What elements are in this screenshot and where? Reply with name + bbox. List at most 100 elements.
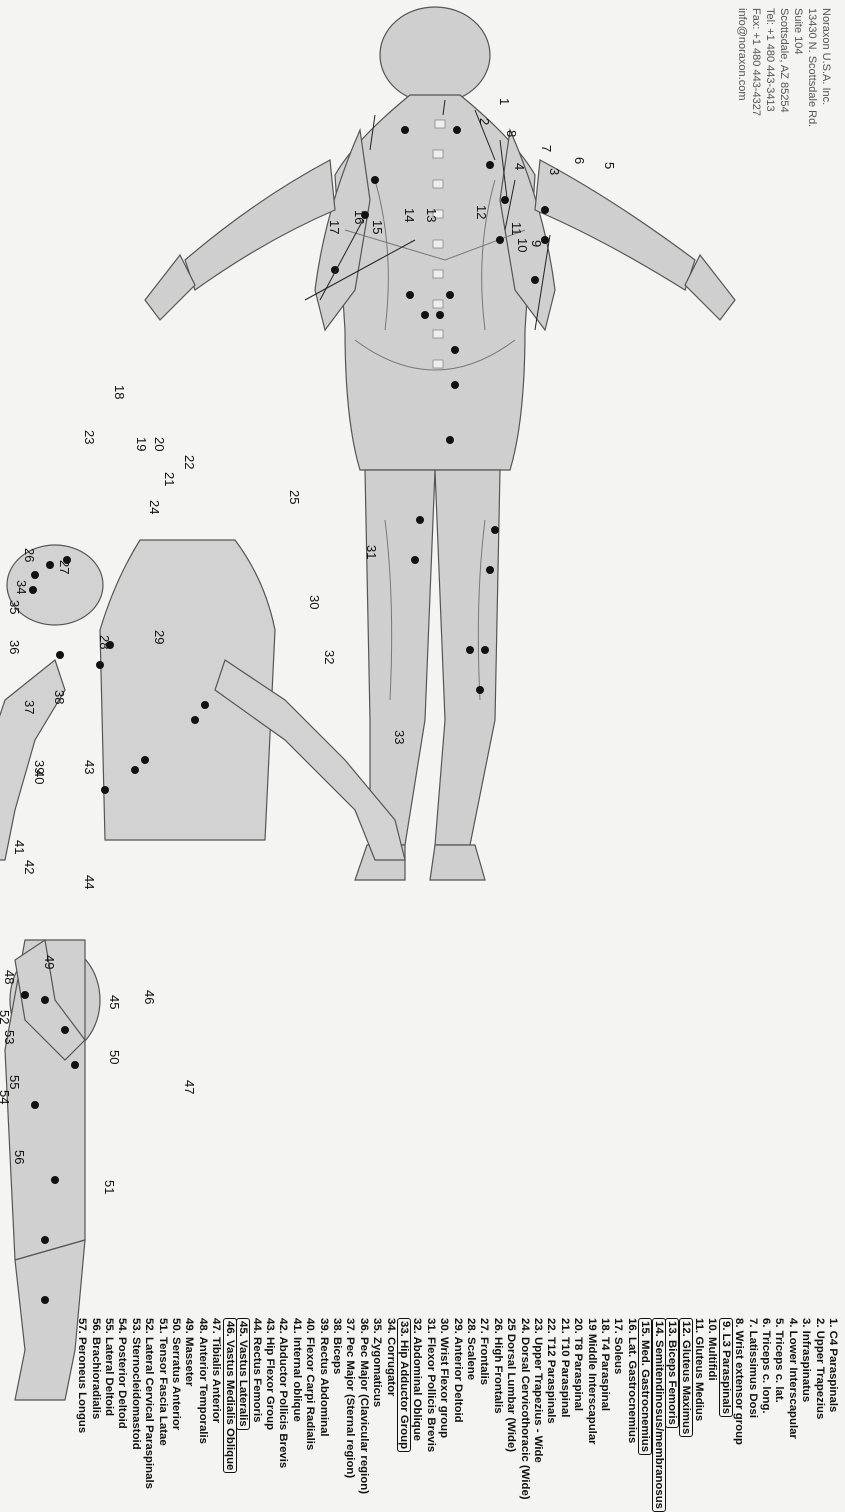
label-15: 15 xyxy=(370,220,385,234)
legend-item: 37. Pec Major (Sternal region) xyxy=(343,1318,356,1443)
legend-item: 5. Triceps c. lat. xyxy=(772,1318,785,1443)
lateral-labels: 48 49 50 51 52 53 54 55 56 xyxy=(0,955,122,1194)
label-16: 16 xyxy=(352,210,367,224)
legend-item: 41. Internal oblique xyxy=(289,1318,302,1443)
label-26: 26 xyxy=(22,548,37,562)
label-32: 32 xyxy=(322,650,337,664)
legend-item: 4. Lower Interscapular xyxy=(785,1318,798,1443)
legend-item-text: 51. Tensor Fascia Latae xyxy=(157,1318,169,1446)
legend-item: 28. Scalene xyxy=(464,1318,477,1443)
legend-item: 18. T4 Paraspinal xyxy=(598,1318,611,1443)
legend-item: 30. Wrist Flexor group xyxy=(437,1318,450,1443)
legend-item-text: 27. Frontalis xyxy=(478,1318,490,1385)
legend-item: 44. Rectus Femoris xyxy=(249,1318,262,1443)
legend-item: 22. T12 Paraspinals xyxy=(544,1318,557,1443)
label-45: 45 xyxy=(107,995,122,1009)
legend-item-text: 12. Gluteus Maximus xyxy=(679,1318,693,1437)
legend-item-text: 46. Vastus Medialis Oblique xyxy=(223,1318,237,1473)
label-42: 42 xyxy=(22,860,37,874)
label-51: 51 xyxy=(102,1180,117,1194)
label-9: 9 xyxy=(529,240,544,247)
label-4: 4 xyxy=(512,163,527,170)
legend-item-text: 14. Semitendinosus/membranosus xyxy=(652,1318,666,1512)
legend-item-text: 44. Rectus Femoris xyxy=(251,1318,263,1422)
label-31: 31 xyxy=(364,545,379,559)
label-28: 28 xyxy=(97,635,112,649)
legend-item: 20. T8 Paraspinal xyxy=(571,1318,584,1443)
legend-item: 57. Peroneus Longus xyxy=(75,1318,88,1443)
legend-item-text: 10. Multifidi xyxy=(706,1318,718,1381)
legend-item: 1. C4 Paraspinals xyxy=(826,1318,839,1443)
legend-item-text: 19 Middle Interscapular xyxy=(586,1318,598,1445)
label-53: 53 xyxy=(2,1030,17,1044)
label-11: 11 xyxy=(509,222,524,236)
legend-item: 14. Semitendinosus/membranosus xyxy=(651,1318,664,1443)
legend-item-text: 31. Flexor Pollicis Brevis xyxy=(425,1318,437,1452)
legend-item: 19 Middle Interscapular xyxy=(584,1318,597,1443)
label-25: 25 xyxy=(287,490,302,504)
legend-item: 12. Gluteus Maximus xyxy=(678,1318,691,1443)
legend-item: 6. Triceps c. long. xyxy=(759,1318,772,1443)
legend-item-text: 33. Hip Adductor Group xyxy=(397,1318,411,1452)
legend-item-text: 23. Upper Trapezius - Wide xyxy=(532,1318,544,1463)
label-44: 44 xyxy=(82,875,97,889)
legend-item-text: 20. T8 Paraspinal xyxy=(572,1318,584,1411)
label-34: 34 xyxy=(14,580,29,594)
legend-item-text: 40. Flexor Carpi Radialis xyxy=(304,1318,316,1450)
label-5: 5 xyxy=(602,162,617,169)
label-10: 10 xyxy=(515,238,530,252)
label-6: 6 xyxy=(572,157,587,164)
legend-item: 15. Med. Gastrocnemius xyxy=(638,1318,651,1443)
legend-item-text: 7. Latissimus Dosi xyxy=(747,1318,759,1418)
legend-item-text: 53. Sternocleidomastoid xyxy=(130,1318,142,1450)
label-48: 48 xyxy=(2,970,17,984)
legend-item-text: 56. Brachioradialis xyxy=(90,1318,102,1419)
figure-number-labels: 1 2 3 4 5 6 7 8 9 10 11 12 13 14 15 16 1… xyxy=(0,0,845,1446)
legend-item: 36. Pec Major (Clavicular region) xyxy=(356,1318,369,1443)
label-8: 8 xyxy=(504,130,519,137)
legend-item-text: 41. Internal oblique xyxy=(291,1318,303,1422)
label-49: 49 xyxy=(42,955,57,969)
legend-item-text: 50. Serratus Anterior xyxy=(170,1318,182,1430)
legend-item: 51. Tensor Fascia Latae xyxy=(155,1318,168,1443)
label-29: 29 xyxy=(152,630,167,644)
legend-item: 25 Dorsal Lumbar (Wide) xyxy=(504,1318,517,1443)
label-36: 36 xyxy=(7,640,22,654)
legend-item: 52. Lateral Cervical Paraspinals xyxy=(142,1318,155,1443)
legend-item-text: 29. Anterior Deltoid xyxy=(452,1318,464,1423)
legend-item-text: 11. Gluteus Medius xyxy=(693,1318,705,1421)
legend-item: 39. Rectus Abdominal xyxy=(316,1318,329,1443)
label-43: 43 xyxy=(82,760,97,774)
label-35: 35 xyxy=(7,600,22,614)
label-33: 33 xyxy=(392,730,407,744)
legend-item-text: 13. Biceps Femoris xyxy=(665,1318,679,1428)
legend-item-text: 52. Lateral Cervical Paraspinals xyxy=(143,1318,155,1489)
legend-item-text: 24. Dorsal Cervicothoracic (Wide) xyxy=(519,1318,531,1500)
legend-item-text: 34. Corrugator xyxy=(385,1318,397,1396)
label-55: 55 xyxy=(7,1075,22,1089)
legend-item-text: 4. Lower Interscapular xyxy=(787,1318,799,1439)
legend-item: 55. Lateral Deltoid xyxy=(102,1318,115,1443)
legend-item-text: 35. Zygomaticus xyxy=(371,1318,383,1407)
label-17: 17 xyxy=(327,220,342,234)
rotated-sheet: Noraxon U.S.A. Inc. 13430 N. Scottsdale … xyxy=(0,0,845,1446)
document-page: Noraxon U.S.A. Inc. 13430 N. Scottsdale … xyxy=(0,0,845,1446)
legend-item-text: 22. T12 Paraspinals xyxy=(545,1318,557,1424)
legend-item-text: 8. Wrist extensor group xyxy=(733,1318,745,1445)
label-1: 1 xyxy=(497,98,512,105)
label-50: 50 xyxy=(107,1050,122,1064)
label-56: 56 xyxy=(12,1150,27,1164)
label-18: 18 xyxy=(112,385,127,399)
label-54: 54 xyxy=(0,1090,12,1104)
label-52: 52 xyxy=(0,1010,12,1024)
legend-item-text: 9. L3 Paraspinals xyxy=(719,1318,733,1417)
legend-item-text: 28. Scalene xyxy=(465,1318,477,1380)
label-13: 13 xyxy=(424,208,439,222)
legend-item: 49. Masseter xyxy=(182,1318,195,1443)
legend-item-text: 25 Dorsal Lumbar (Wide) xyxy=(505,1318,517,1452)
label-37: 37 xyxy=(22,700,37,714)
legend-item-text: 36. Pec Major (Clavicular region) xyxy=(358,1318,370,1494)
legend-item: 2. Upper Trapezius xyxy=(812,1318,825,1443)
legend-item: 9. L3 Paraspinals xyxy=(718,1318,731,1443)
legend-item: 3. Infraspinatus xyxy=(799,1318,812,1443)
